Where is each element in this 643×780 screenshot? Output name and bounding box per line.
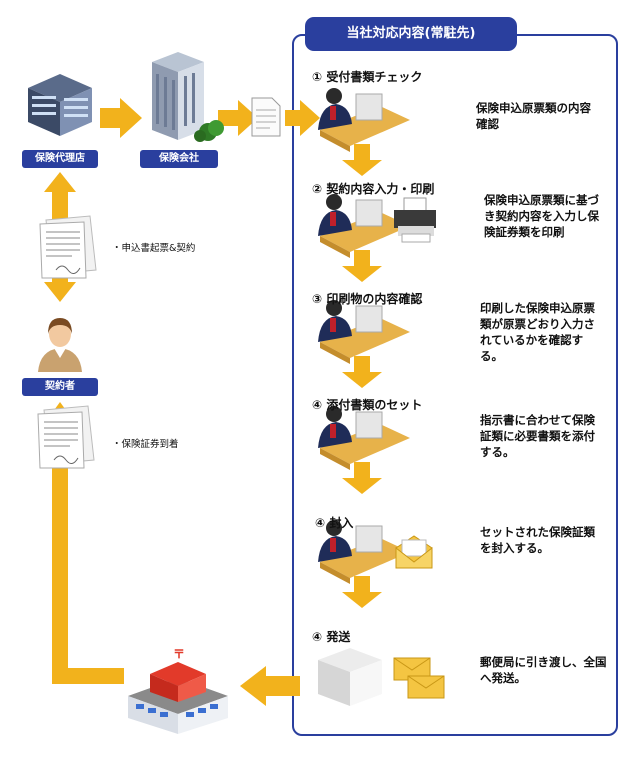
arrow-step3-4 (342, 356, 382, 388)
arrow-insurer-to-document (218, 100, 258, 136)
step4-title: ④ 添付書類のセット (312, 398, 423, 412)
post-office-icon: 〒 (128, 647, 228, 734)
step2-worker-icon (318, 194, 410, 258)
step5-worker-icon (318, 520, 410, 584)
document-icon (251, 97, 281, 137)
printer-icon (394, 197, 436, 243)
step4-worker-icon (318, 406, 410, 470)
step6-title: ④ 発送 (312, 630, 351, 644)
step3-title: ③ 印刷物の内容確認 (312, 292, 423, 306)
envelope-open-icon (395, 535, 433, 569)
arrow-up-to-agency (44, 172, 76, 192)
agency-label: 保険代理店 (22, 150, 98, 168)
arrow-step4-5 (342, 462, 382, 494)
parcel-box-icon (318, 648, 382, 706)
arrow-step1-2 (342, 144, 382, 176)
arrow-down-to-contractor (44, 282, 76, 302)
arrival-text: ・保険証券到着 (112, 439, 179, 450)
envelopes-icon (393, 657, 445, 699)
agency-building-icon (28, 74, 92, 136)
contractor-label: 契約者 (22, 378, 98, 396)
application-text: ・申込書起票&契約 (112, 243, 196, 254)
step2-title: ② 契約内容入力・印刷 (312, 182, 435, 196)
arrow-agency-to-insurer (100, 98, 142, 138)
arrival-document-icon (37, 405, 95, 469)
step3-worker-icon (318, 300, 410, 364)
step6-desc: 郵便局に引き渡し、全国へ発送。 (480, 655, 607, 685)
step4-desc: 指示書に合わせて保険証類に必要書類を添付する。 (480, 413, 595, 459)
panel-title: 当社対応内容(常駐先) (305, 17, 517, 51)
arrow-send-to-post (240, 666, 300, 706)
step3-desc: 印刷した保険申込原票類が原票どおり入力されているかを確認する。 (480, 301, 595, 363)
step5-desc: セットされた保険証類を封入する。 (480, 525, 595, 555)
step1-worker-icon (318, 88, 410, 152)
step2-desc: 保険申込原票類に基づき契約内容を入力し保険証券類を印刷 (484, 193, 599, 239)
arrow-document-to-panel (285, 100, 320, 136)
svg-text:〒: 〒 (173, 647, 185, 661)
contractor-person-icon (38, 318, 82, 372)
step5-title: ④ 封入 (315, 516, 354, 530)
arrow-step5-6 (342, 576, 382, 608)
application-document-icon (39, 215, 97, 279)
insurer-building-icon (152, 52, 224, 142)
step1-title: ① 受付書類チェック (312, 70, 423, 84)
arrow-step2-3 (342, 250, 382, 282)
step1-desc: 保険申込原票類の内容確認 (476, 101, 591, 131)
insurer-label: 保険会社 (140, 150, 218, 168)
